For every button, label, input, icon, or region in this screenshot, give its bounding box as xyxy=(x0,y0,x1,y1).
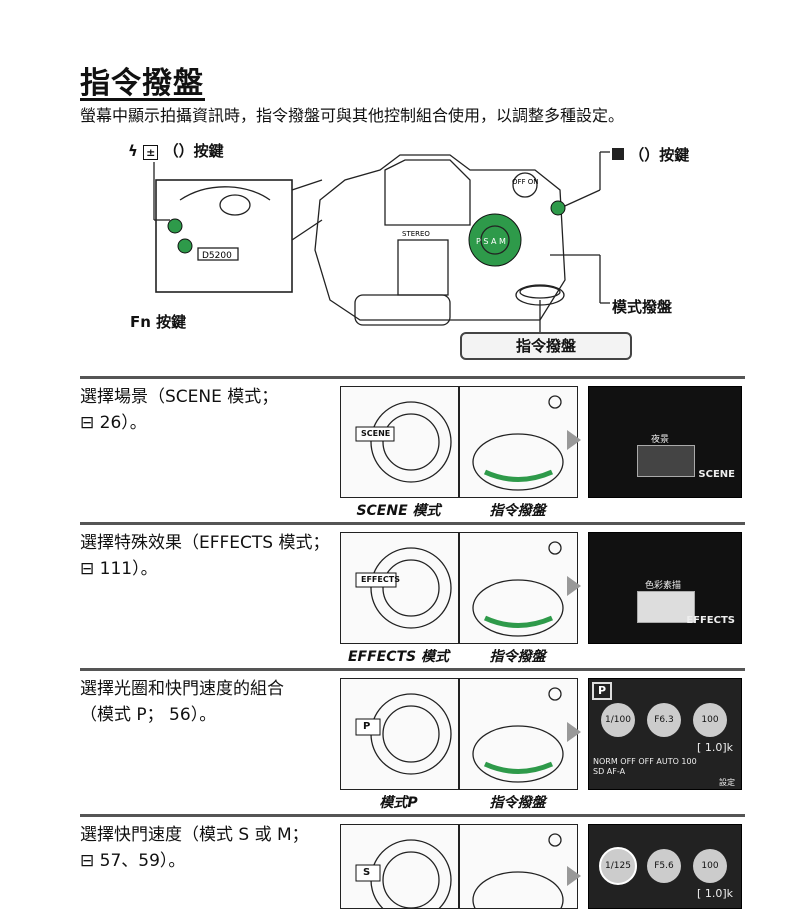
dial-caption: 指令撥盤 xyxy=(459,500,576,520)
camera-illustration: D5200 P S A M OFF ON STEREO xyxy=(140,140,620,340)
screen-mode-badge: P xyxy=(592,682,612,700)
camera-screen: 夜景 SCENE xyxy=(588,386,742,498)
mode-dial-panel: SCENE xyxy=(340,386,459,498)
command-dial-panel xyxy=(459,678,578,790)
power-switch-label: OFF ON xyxy=(512,178,539,186)
command-dial-panel xyxy=(459,824,578,909)
next-arrow xyxy=(567,430,581,450)
frames-remaining: [ 1.0]k xyxy=(697,741,733,754)
row-separator xyxy=(80,668,745,671)
next-arrow xyxy=(567,576,581,596)
page-ref-icon: ⊟ xyxy=(80,851,94,871)
row-description: 選擇光圈和快門速度的組合 （模式 P； 56）。 xyxy=(80,676,330,728)
model-label: D5200 xyxy=(202,251,232,261)
row-separator xyxy=(80,376,745,379)
camera-info-screen: P 1/100 F6.3 100 [ 1.0]k NORM OFF OFF AU… xyxy=(588,678,742,790)
command-dial-panel xyxy=(459,386,578,498)
mode-dial-panel: EFFECTS xyxy=(340,532,459,644)
page-ref-icon: ⊟ xyxy=(80,413,94,433)
screen-effect-title: 色彩素描 xyxy=(645,578,681,591)
scene-preview xyxy=(637,445,695,477)
camera-info-screen: 1/125 F5.6 100 [ 1.0]k xyxy=(588,824,742,909)
frames-remaining: [ 1.0]k xyxy=(697,887,733,900)
page-title: 指令撥盤 xyxy=(80,58,204,102)
info-row: SD AF-A xyxy=(593,767,625,776)
title-underline xyxy=(80,98,205,101)
row-description: 選擇場景（SCENE 模式； ⊟ 26）。 xyxy=(80,384,330,436)
flash-icon: ϟ xyxy=(128,142,138,160)
stereo-label: STEREO xyxy=(402,230,430,238)
screen-footer: SCENE xyxy=(698,469,735,480)
dial-caption: 指令撥盤 xyxy=(459,792,576,812)
iso-readout: 100 xyxy=(693,703,727,737)
page-ref-icon: ⊟ xyxy=(80,559,94,579)
mode-dial-panel: S xyxy=(340,824,459,909)
exposure-button-callout: （）按鍵 xyxy=(612,144,689,165)
row-description: 選擇特殊效果（EFFECTS 模式； ⊟ 111）。 xyxy=(80,530,330,582)
dial-tag: EFFECTS xyxy=(361,575,400,584)
dial-tag: SCENE xyxy=(361,429,390,438)
mode-caption: 模式P xyxy=(340,792,457,812)
info-row: NORM OFF OFF AUTO 100 xyxy=(593,757,697,766)
mode-caption: EFFECTS 模式 xyxy=(340,646,457,666)
row-separator xyxy=(80,522,745,525)
dial-caption: 指令撥盤 xyxy=(459,646,576,666)
command-dial-panel xyxy=(459,532,578,644)
aperture-readout: F6.3 xyxy=(647,703,681,737)
shutter-readout: 1/125 xyxy=(599,847,637,885)
dial-tag: S xyxy=(363,867,370,878)
mode-dial-panel: P xyxy=(340,678,459,790)
mode-dial-label: 模式撥盤 xyxy=(612,296,672,317)
shutter-readout: 1/100 xyxy=(601,703,635,737)
settings-label: 設定 xyxy=(719,777,735,788)
mode-dial-marks: P S A M xyxy=(476,237,506,246)
aperture-readout: F5.6 xyxy=(647,849,681,883)
next-arrow xyxy=(567,866,581,886)
screen-scene-title: 夜景 xyxy=(651,432,669,445)
row-separator xyxy=(80,814,745,817)
iso-readout: 100 xyxy=(693,849,727,883)
screen-footer: EFFECTS xyxy=(686,615,735,626)
dial-tag: P xyxy=(363,721,370,732)
mode-caption: SCENE 模式 xyxy=(340,500,457,520)
camera-screen: 色彩素描 EFFECTS xyxy=(588,532,742,644)
row-description: 選擇快門速度（模式 S 或 M； ⊟ 57、59）。 xyxy=(80,822,330,874)
next-arrow xyxy=(567,722,581,742)
page-subtitle: 螢幕中顯示拍攝資訊時，指令撥盤可與其他控制組合使用，以調整多種設定。 xyxy=(80,102,624,126)
